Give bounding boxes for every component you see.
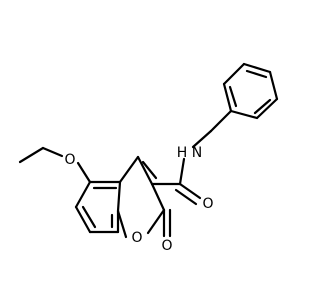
bond (41, 146, 64, 158)
benzyl-amide-linker (174, 109, 233, 206)
double-bond-inner (174, 188, 198, 206)
amide-oxygen-label: O (202, 196, 213, 212)
double-bond-inner (245, 69, 268, 79)
bond (178, 182, 202, 200)
molecule-structure-diagram: O O O O N H (18, 62, 279, 254)
bond (150, 182, 166, 212)
fused-benzene-ring (74, 180, 122, 234)
ring-oxygen-label: O (131, 230, 142, 246)
pyrone-ring (116, 155, 182, 239)
bond (74, 205, 92, 234)
double-bond-inner (141, 160, 158, 180)
double-bond-inner (81, 205, 97, 229)
bond (255, 97, 279, 120)
bond (116, 209, 128, 239)
bond (118, 155, 140, 184)
bond (242, 62, 272, 74)
bond (222, 82, 233, 113)
bond (74, 180, 92, 209)
bond (268, 70, 279, 101)
bond (18, 146, 45, 164)
amide-hydrogen-label: H (177, 145, 188, 161)
bond (191, 129, 213, 149)
amide-nitrogen-label: N (192, 145, 202, 161)
ethoxy-group (18, 146, 92, 184)
carbonyl-oxygen-label: O (161, 238, 172, 254)
benzyl-phenyl-ring (222, 62, 279, 120)
bond (222, 62, 246, 86)
lactone-carbonyl (162, 208, 172, 238)
bond (136, 155, 154, 186)
ether-oxygen-label: O (64, 152, 75, 168)
bond (76, 161, 92, 184)
bond (209, 109, 233, 133)
bond (229, 109, 259, 120)
double-bond-inner (228, 85, 238, 108)
bond (178, 157, 186, 186)
bond (146, 208, 166, 235)
double-bond-inner (253, 98, 272, 115)
bond (116, 180, 122, 213)
